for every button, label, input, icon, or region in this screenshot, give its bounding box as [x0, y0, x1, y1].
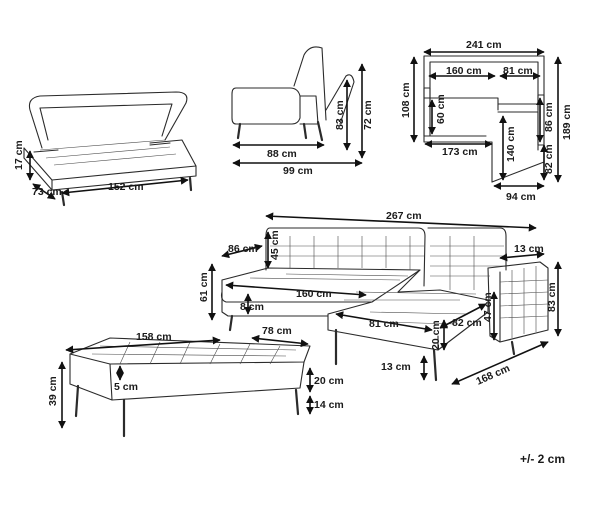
- label-top-total-length: 189 cm: [561, 104, 573, 140]
- label-ottoman-upholstery: 20 cm: [314, 375, 344, 387]
- ottoman-dims: 158 cm 78 cm 39 cm 5 cm 20 cm 14 cm: [47, 325, 344, 429]
- label-side-back-height: 72 cm: [362, 100, 374, 130]
- side-view-dims: 88 cm 99 cm 83 cm 72 cm: [232, 63, 374, 177]
- label-top-seat-inner: 60 cm: [435, 94, 447, 124]
- label-main-chaise-seat: 20 cm: [430, 320, 442, 350]
- label-side-seat-height: 83 cm: [334, 100, 346, 130]
- label-main-height: 61 cm: [198, 272, 210, 302]
- label-top-seat-width: 160 cm: [446, 65, 482, 77]
- label-main-seat-width: 160 cm: [296, 288, 332, 300]
- label-main-arm-width: 13 cm: [514, 243, 544, 255]
- label-top-chaise-inner: 86 cm: [543, 102, 555, 132]
- label-ottoman-storage-depth: 73 cm: [32, 186, 62, 198]
- main-sofa-drawing: [220, 227, 549, 382]
- top-view-dims: 241 cm 160 cm 81 cm 108 cm 60 cm 173 cm …: [400, 39, 573, 203]
- label-top-chaise-length: 140 cm: [505, 126, 517, 162]
- label-top-chaise-end: 82 cm: [543, 144, 555, 174]
- label-ottoman-cushion: 5 cm: [114, 381, 138, 393]
- label-top-chaise-width: 81 cm: [503, 65, 533, 77]
- label-ottoman-width: 158 cm: [136, 331, 172, 343]
- label-ottoman-depth: 78 cm: [262, 325, 292, 337]
- label-top-chaise-foot: 94 cm: [506, 191, 536, 203]
- ottoman-drawing: [69, 337, 311, 438]
- label-ottoman-storage-height: 17 cm: [13, 140, 25, 170]
- side-view-drawing: [231, 46, 355, 142]
- label-main-chaise-leg: 13 cm: [381, 361, 411, 373]
- label-main-side-height: 47 cm: [482, 292, 494, 322]
- label-side-seat-depth: 88 cm: [267, 148, 297, 160]
- label-ottoman-height: 39 cm: [47, 376, 59, 406]
- label-main-total-height: 83 cm: [546, 282, 558, 312]
- label-top-total-width: 241 cm: [466, 39, 502, 51]
- tolerance-note: +/- 2 cm: [520, 452, 566, 466]
- storage-ottoman-dims: 17 cm 73 cm 152 cm: [13, 140, 189, 200]
- main-sofa-dims: 267 cm 86 cm 45 cm 160 cm 61 cm 8 cm 81 …: [198, 210, 562, 388]
- label-main-back-height: 45 cm: [269, 230, 281, 260]
- label-main-leg-height: 8 cm: [240, 301, 264, 313]
- label-main-chaise-width: 81 cm: [369, 318, 399, 330]
- label-main-total-width: 267 cm: [386, 210, 422, 222]
- label-top-lower-width: 173 cm: [442, 146, 478, 158]
- label-ottoman-leg: 14 cm: [314, 399, 344, 411]
- label-main-arm-depth: 86 cm: [228, 243, 258, 255]
- label-side-total-depth: 99 cm: [283, 165, 313, 177]
- label-main-chaise-depth: 82 cm: [452, 317, 482, 329]
- label-top-left-depth: 108 cm: [400, 82, 412, 118]
- label-ottoman-storage-width: 152 cm: [108, 181, 144, 193]
